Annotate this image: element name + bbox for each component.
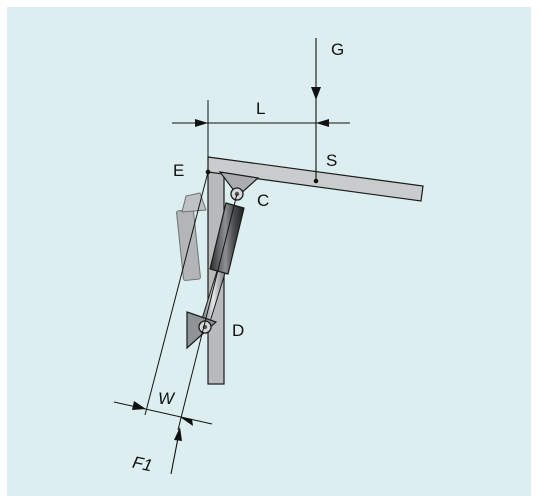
label-l: L [256, 99, 265, 118]
g-arrow-head [311, 87, 321, 100]
w-arrow-left [132, 401, 146, 410]
l-arrow-left [195, 119, 208, 127]
label-g: G [331, 40, 344, 59]
e-projection-line [144, 171, 209, 416]
w-arrow-right [180, 417, 193, 426]
spring-action-line [177, 193, 238, 431]
f1-shaft [170, 437, 179, 475]
l-arrow-right [316, 119, 329, 127]
gas-spring-cylinder [209, 202, 245, 275]
diagram-background [7, 7, 531, 496]
label-f1: F1 [131, 453, 154, 476]
label-c: C [257, 191, 269, 210]
label-d: D [232, 321, 244, 340]
label-e: E [173, 161, 184, 180]
closed-position-ghost [176, 192, 207, 281]
f1-arrow-head [174, 427, 182, 441]
w-dimension-line [113, 401, 213, 425]
label-w: W [158, 389, 176, 408]
label-s: S [326, 151, 337, 170]
bracket-c [218, 171, 260, 197]
